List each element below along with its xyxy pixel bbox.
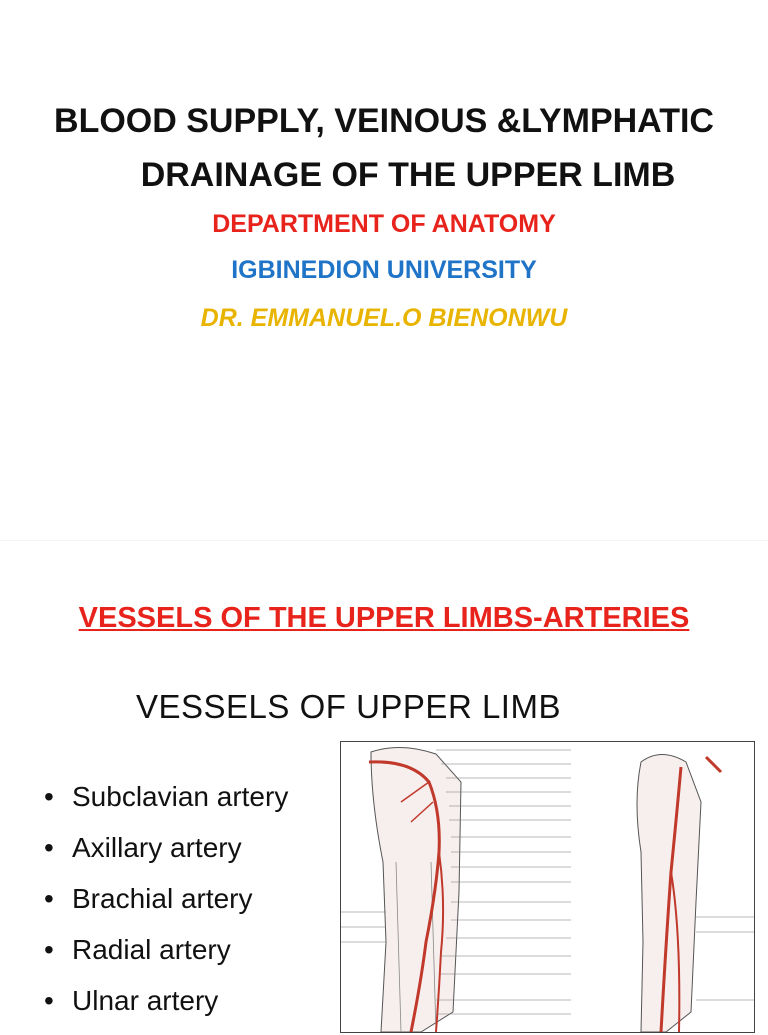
arm-diagram-icon [341,746,754,1032]
author-label: DR. EMMANUEL.O BIENONWU [200,304,568,332]
slide-title-line1: BLOOD SUPPLY, VEINOUS &LYMPHATIC [54,102,714,140]
list-item: Radial artery [44,933,288,984]
list-item: Ulnar artery [44,984,288,1035]
university-label: IGBINEDION UNIVERSITY [231,256,537,284]
list-item: Brachial artery [44,882,288,933]
upper-limb-arteries-illustration [340,741,755,1033]
title-slide: BLOOD SUPPLY, VEINOUS &LYMPHATIC DRAINAG… [54,102,714,332]
slide2-heading: VESSELS OF UPPER LIMB [136,688,561,725]
slide2-title: VESSELS OF THE UPPER LIMBS-ARTERIES [78,602,690,634]
slide-title-line2: DRAINAGE OF THE UPPER LIMB [140,156,676,194]
arteries-slide: VESSELS OF THE UPPER LIMBS-ARTERIES VESS… [0,540,768,1033]
slide-divider [0,540,768,541]
artery-list: Subclavian artery Axillary artery Brachi… [44,780,288,1035]
list-item: Axillary artery [44,831,288,882]
department-label: DEPARTMENT OF ANATOMY [212,210,556,238]
list-item: Subclavian artery [44,780,288,831]
